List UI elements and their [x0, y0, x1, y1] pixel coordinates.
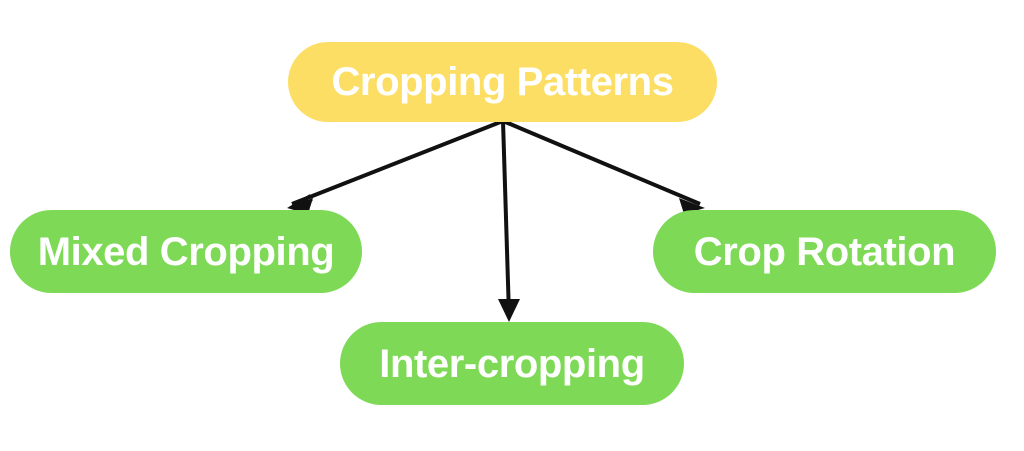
node-inter-cropping-label: Inter-cropping — [379, 341, 645, 386]
node-inter-cropping[interactable]: Inter-cropping — [340, 322, 684, 405]
node-mixed-cropping[interactable]: Mixed Cropping — [10, 210, 362, 293]
node-crop-rotation[interactable]: Crop Rotation — [653, 210, 996, 293]
arrow-line-to-mixed-cropping — [291, 119, 504, 206]
arrowhead-to-inter-cropping — [498, 299, 520, 322]
node-crop-rotation-label: Crop Rotation — [693, 229, 956, 274]
node-cropping-patterns-label: Cropping Patterns — [331, 60, 674, 104]
node-cropping-patterns[interactable]: Cropping Patterns — [288, 42, 717, 122]
arrow-line-to-inter-cropping — [501, 120, 511, 316]
arrow-line-to-crop-rotation — [502, 119, 701, 206]
node-mixed-cropping-label: Mixed Cropping — [37, 229, 335, 274]
